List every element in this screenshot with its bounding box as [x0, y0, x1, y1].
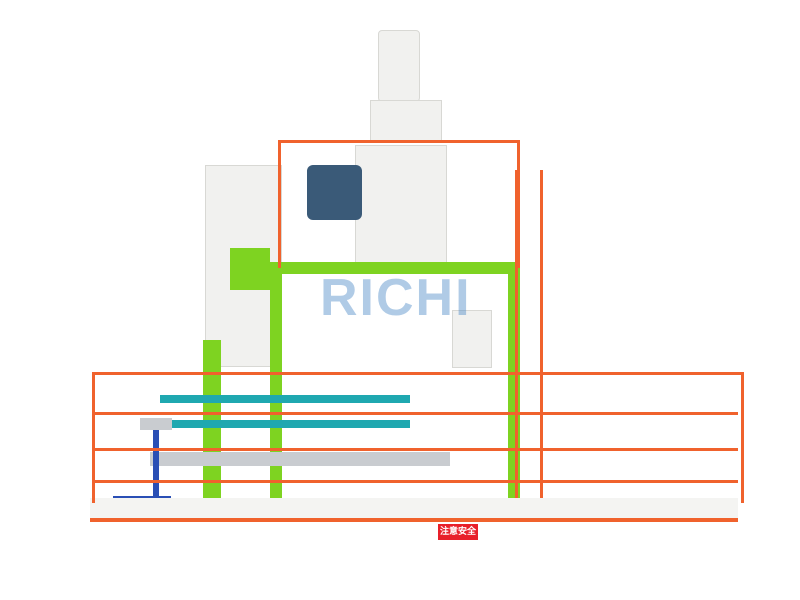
bag-clamp-arm-lower [160, 420, 410, 428]
platform-scale-head [140, 418, 172, 430]
rail-mid-1 [92, 412, 738, 415]
conveyor [150, 452, 450, 466]
support-leg-left [270, 262, 282, 502]
weighing-hopper [355, 145, 447, 267]
safety-sign: 注意安全 [438, 524, 478, 540]
rail-mid-2 [92, 448, 738, 451]
blower-fan [307, 165, 362, 220]
bag-clamp-arm-upper [160, 395, 410, 403]
ladder [515, 170, 543, 500]
control-panel [452, 310, 492, 368]
feed-chute [378, 30, 420, 102]
rail-mid-3 [92, 480, 738, 483]
brand-watermark: RICHI [320, 269, 472, 327]
feed-inlet [370, 100, 442, 142]
support-frame-top [270, 262, 520, 274]
dust-collector-door [230, 248, 270, 290]
upper-railing [278, 140, 520, 268]
front-railing [92, 372, 744, 503]
platform-scale-post [153, 430, 159, 500]
platform-deck [90, 498, 738, 522]
